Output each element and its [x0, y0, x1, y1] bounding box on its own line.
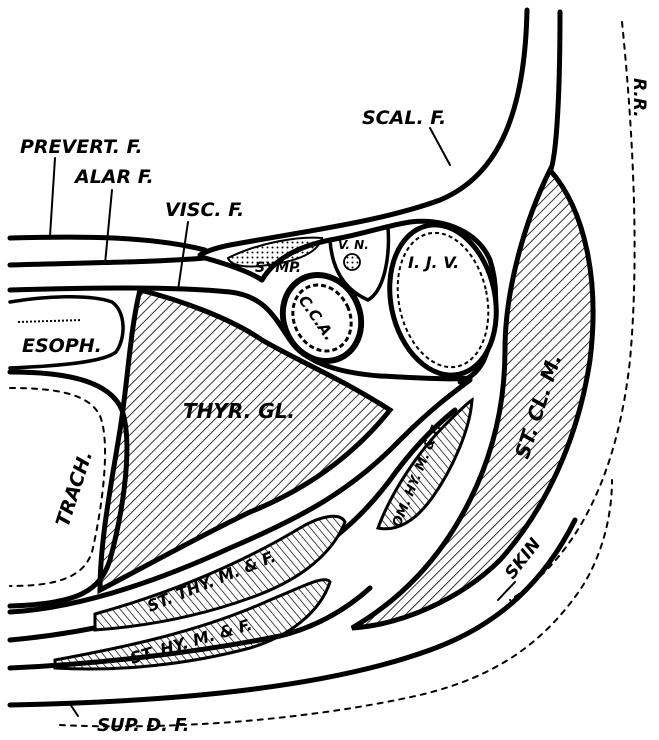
label-ijv: I. J. V. [408, 253, 459, 272]
internal-jugular-vein [376, 215, 509, 385]
label-esoph: ESOPH. [22, 335, 102, 357]
esophagus [10, 297, 123, 368]
skin-leader [498, 582, 515, 600]
label-thyr-gl: THYR. GL. [183, 399, 295, 423]
label-trach: TRACH. [52, 448, 97, 530]
label-scal-f: SCAL. F. [362, 107, 446, 129]
prevert-leader [50, 158, 55, 236]
label-vn: V. N. [338, 238, 369, 252]
scalene-fascia-inner [200, 10, 527, 255]
label-sup-df: SUP. D. F. [97, 715, 189, 736]
label-rr: R.R. [629, 78, 649, 118]
alar-fascia [10, 258, 205, 265]
esophagus-lumen [18, 320, 82, 322]
label-symp: SYMP. [255, 260, 301, 276]
scalene-fascia-outer [548, 12, 560, 175]
alar-leader [105, 190, 112, 264]
label-alar-f: ALAR F. [73, 166, 154, 188]
vagus-nerve [344, 254, 360, 270]
supdf-leader [70, 704, 78, 716]
label-prevert-f: PREVERT. F. [20, 136, 143, 158]
label-visc-f: VISC. F. [165, 199, 244, 221]
scal-leader [430, 128, 450, 165]
trachea-inner [10, 388, 105, 586]
visc-leader [178, 222, 188, 290]
